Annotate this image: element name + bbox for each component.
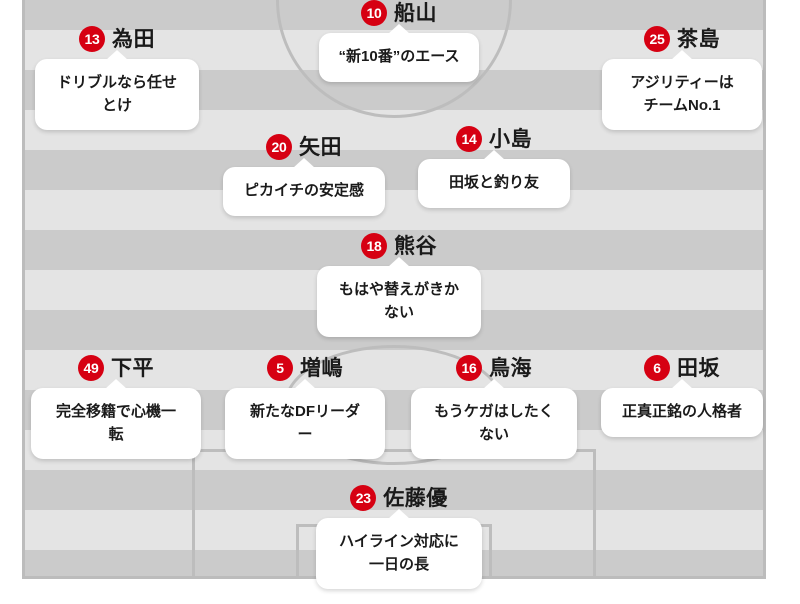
- player-header: 14 小島: [456, 126, 532, 152]
- player-comment-bubble: “新10番”のエース: [319, 33, 479, 82]
- player-comment-bubble: アジリティーは チームNo.1: [602, 59, 762, 130]
- player-name: 熊谷: [394, 234, 437, 258]
- player-comment-bubble: 新たなDFリーダー: [225, 388, 385, 459]
- player-comment-bubble: ピカイチの安定感: [223, 167, 385, 216]
- player-name: 茶島: [677, 27, 720, 51]
- player-tameda[interactable]: 13 為田ドリブルなら任せとけ: [35, 26, 199, 130]
- pitch-stripe: [25, 150, 763, 190]
- jersey-number-badge: 14: [456, 126, 482, 152]
- player-header: 13 為田: [79, 26, 155, 52]
- pitch-stripe: [25, 470, 763, 510]
- player-name: 下平: [111, 356, 154, 380]
- jersey-number-badge: 23: [350, 485, 377, 511]
- player-header: 25 茶島: [644, 26, 720, 52]
- player-name: 鳥海: [489, 356, 532, 380]
- player-toriumi[interactable]: 16 鳥海もうケガはしたくない: [411, 355, 577, 459]
- player-comment-bubble: もはや替えがきかない: [317, 266, 481, 337]
- player-tasaka[interactable]: 6 田坂正真正銘の人格者: [601, 355, 763, 437]
- player-name: 小島: [489, 127, 532, 151]
- player-name: 佐藤優: [383, 486, 448, 510]
- player-name: 船山: [394, 1, 437, 25]
- jersey-number-badge: 6: [644, 355, 670, 381]
- jersey-number-badge: 25: [644, 26, 670, 52]
- player-funayama[interactable]: 10 船山 “新10番”のエース: [319, 0, 479, 82]
- player-comment-bubble: 田坂と釣り友: [418, 159, 570, 208]
- player-name: 矢田: [299, 135, 342, 159]
- player-header: 18 熊谷: [361, 233, 437, 259]
- player-yata[interactable]: 20 矢田ピカイチの安定感: [223, 134, 385, 216]
- player-chashima[interactable]: 25 茶島アジリティーは チームNo.1: [602, 26, 762, 130]
- jersey-number-badge: 49: [78, 355, 104, 381]
- player-kojima[interactable]: 14 小島田坂と釣り友: [418, 126, 570, 208]
- player-comment-bubble: ドリブルなら任せとけ: [35, 59, 199, 130]
- player-name: 増嶋: [300, 356, 343, 380]
- jersey-number-badge: 5: [267, 355, 293, 381]
- jersey-number-badge: 20: [266, 134, 292, 160]
- player-kumagai[interactable]: 18 熊谷もはや替えがきかない: [317, 233, 481, 337]
- player-shimohira[interactable]: 49 下平完全移籍で心機一転: [31, 355, 201, 459]
- jersey-number-badge: 10: [361, 0, 387, 26]
- player-header: 49 下平: [78, 355, 154, 381]
- player-comment-bubble: 正真正銘の人格者: [601, 388, 763, 437]
- player-comment-bubble: 完全移籍で心機一転: [31, 388, 201, 459]
- player-comment-bubble: ハイライン対応に 一日の長: [316, 518, 482, 589]
- player-masushima[interactable]: 5 増嶋新たなDFリーダー: [225, 355, 385, 459]
- player-header: 6 田坂: [644, 355, 720, 381]
- jersey-number-badge: 16: [456, 355, 482, 381]
- jersey-number-badge: 18: [361, 233, 387, 259]
- player-comment-bubble: もうケガはしたくない: [411, 388, 577, 459]
- player-name: 為田: [112, 27, 155, 51]
- player-header: 10 船山: [361, 0, 437, 26]
- penalty-area-marking: [192, 449, 596, 576]
- player-header: 5 増嶋: [267, 355, 343, 381]
- player-header: 16 鳥海: [456, 355, 532, 381]
- player-header: 20 矢田: [266, 134, 342, 160]
- jersey-number-badge: 13: [79, 26, 105, 52]
- player-name: 田坂: [677, 356, 720, 380]
